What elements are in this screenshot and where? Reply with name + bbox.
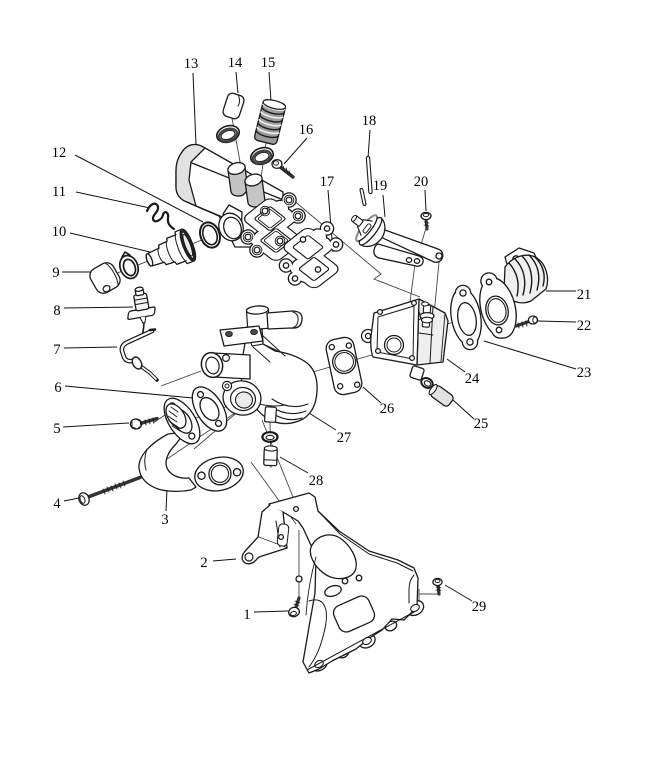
svg-text:27: 27 <box>337 430 352 446</box>
svg-text:10: 10 <box>52 224 67 240</box>
svg-text:20: 20 <box>414 174 429 190</box>
svg-text:19: 19 <box>373 178 388 194</box>
svg-text:24: 24 <box>465 371 480 387</box>
svg-text:12: 12 <box>52 145 67 161</box>
svg-text:4: 4 <box>53 496 61 512</box>
svg-text:16: 16 <box>299 122 314 138</box>
svg-text:15: 15 <box>261 55 276 71</box>
svg-text:1: 1 <box>243 607 250 623</box>
svg-text:22: 22 <box>577 318 592 334</box>
svg-text:2: 2 <box>200 555 207 571</box>
svg-text:8: 8 <box>53 303 60 319</box>
svg-text:11: 11 <box>52 184 66 200</box>
svg-text:23: 23 <box>577 365 592 381</box>
svg-text:7: 7 <box>53 342 60 358</box>
svg-text:5: 5 <box>53 421 60 437</box>
svg-text:18: 18 <box>362 113 377 129</box>
svg-text:13: 13 <box>184 56 199 72</box>
svg-text:17: 17 <box>320 174 335 190</box>
svg-text:6: 6 <box>54 380 61 396</box>
svg-text:14: 14 <box>228 55 243 71</box>
svg-text:21: 21 <box>577 287 592 303</box>
svg-text:26: 26 <box>380 401 395 417</box>
svg-text:28: 28 <box>309 473 324 489</box>
svg-text:9: 9 <box>52 265 59 281</box>
svg-text:25: 25 <box>474 416 489 432</box>
svg-text:3: 3 <box>161 512 168 528</box>
svg-text:29: 29 <box>472 599 487 615</box>
